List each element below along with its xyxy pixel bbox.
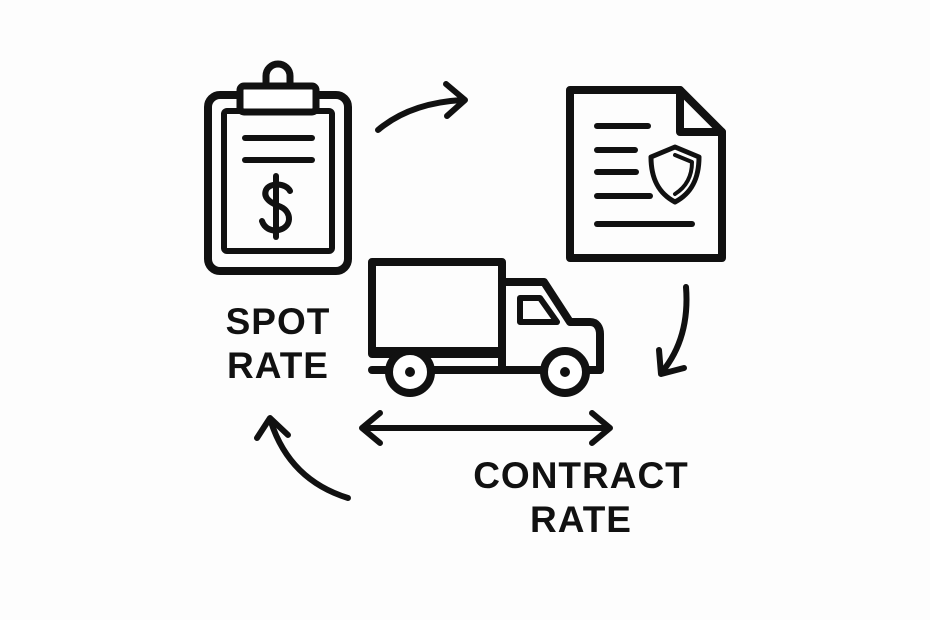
contract-rate-label-line2: RATE (530, 498, 632, 540)
delivery-truck-icon (368, 258, 604, 397)
cycle-arrow-icon (375, 81, 468, 133)
contract-document-shield-icon (566, 86, 726, 262)
cycle-arrow-icon (254, 415, 351, 501)
contract-rate-label: CONTRACT RATE (450, 454, 712, 541)
spot-rate-label-line1: SPOT (225, 301, 331, 342)
cycle-arrow-icon (656, 284, 690, 377)
clipboard-dollar-icon (204, 60, 352, 275)
spot-rate-label: SPOT RATE (200, 300, 356, 387)
double-headed-arrow-icon (359, 410, 613, 446)
contract-rate-label-line1: CONTRACT (473, 455, 689, 496)
spot-rate-label-line2: RATE (227, 344, 329, 386)
